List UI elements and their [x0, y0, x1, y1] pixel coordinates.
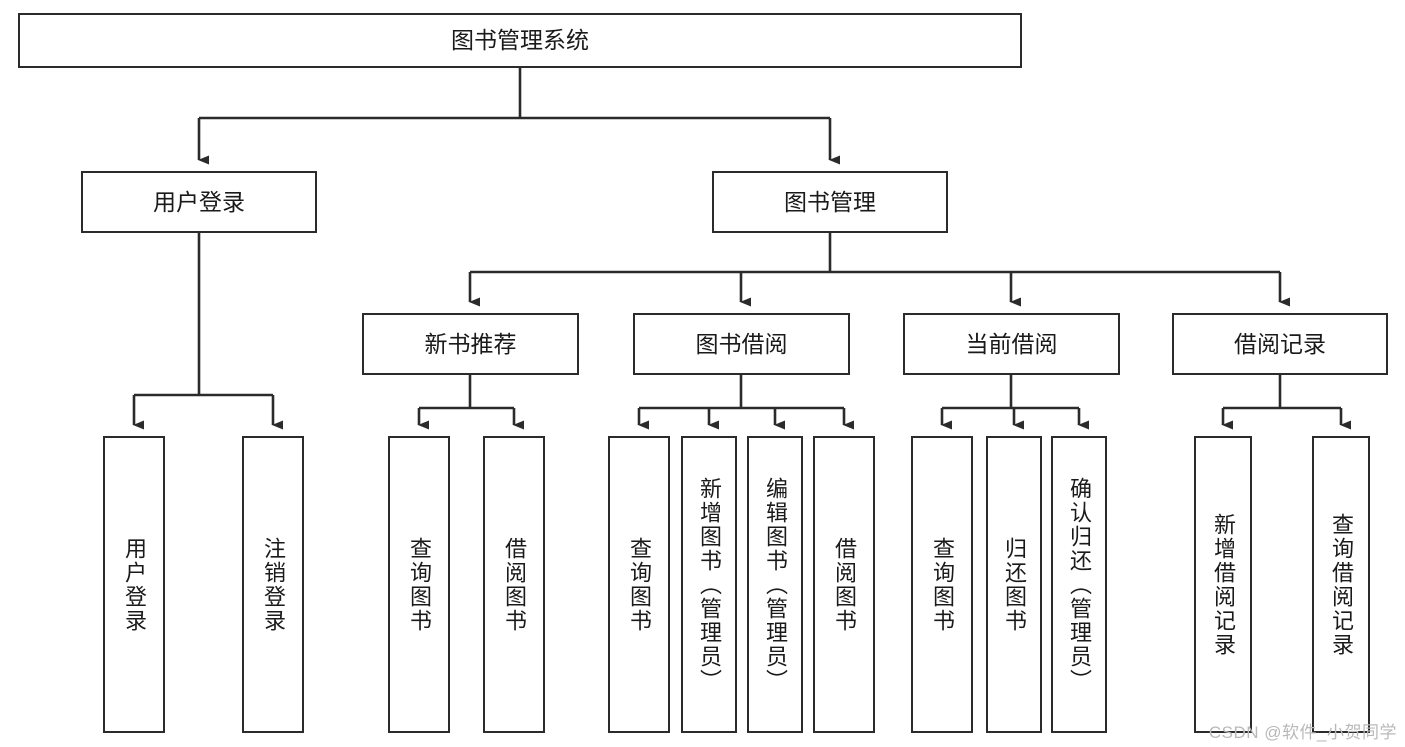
leaf-logout[interactable]: 注销登录 [242, 436, 304, 733]
leaf-confirm-return-admin[interactable]: 确认归还（管理员） [1051, 436, 1107, 733]
node-book-management[interactable]: 图书管理 [712, 171, 948, 233]
connector-book-management-to-level3 [468, 233, 1290, 307]
connector-current-borrow-to-leaves [940, 375, 1089, 430]
leaf-query-book-recommend[interactable]: 查询图书 [388, 436, 450, 733]
leaf-edit-book-admin[interactable]: 编辑图书（管理员） [747, 436, 803, 733]
connector-user-login-to-leaves [132, 233, 283, 430]
node-label: 新增图书（管理员） [697, 476, 722, 693]
node-current-borrow[interactable]: 当前借阅 [903, 313, 1120, 375]
node-label: 用户登录 [122, 536, 147, 633]
node-label: 图书管理系统 [451, 27, 589, 54]
node-label: 查询图书 [930, 536, 955, 633]
node-root-book-management-system[interactable]: 图书管理系统 [18, 13, 1022, 68]
node-label: 查询图书 [627, 536, 652, 633]
node-label: 新书推荐 [424, 330, 517, 357]
node-user-login[interactable]: 用户登录 [81, 171, 317, 233]
leaf-borrow-book[interactable]: 借阅图书 [813, 436, 875, 733]
node-label: 新增借阅记录 [1211, 512, 1236, 657]
node-label: 归还图书 [1002, 536, 1027, 633]
node-label: 借阅记录 [1234, 330, 1326, 357]
leaf-query-book-current[interactable]: 查询图书 [911, 436, 973, 733]
node-label: 借阅图书 [502, 536, 527, 633]
connector-book-borrow-to-leaves [637, 375, 854, 430]
node-label: 查询图书 [407, 536, 432, 633]
node-label: 借阅图书 [832, 536, 857, 633]
connector-borrow-record-to-leaves [1221, 375, 1351, 430]
leaf-add-borrow-record[interactable]: 新增借阅记录 [1194, 436, 1252, 733]
node-label: 图书管理 [784, 188, 876, 215]
connector-new-book-recommend-to-leaves [417, 375, 524, 430]
node-borrow-record[interactable]: 借阅记录 [1172, 313, 1388, 375]
node-label: 注销登录 [261, 536, 286, 633]
leaf-user-login[interactable]: 用户登录 [103, 436, 165, 733]
leaf-return-book[interactable]: 归还图书 [986, 436, 1042, 733]
leaf-borrow-book-recommend[interactable]: 借阅图书 [483, 436, 545, 733]
node-label: 查询借阅记录 [1329, 512, 1354, 657]
node-new-book-recommend[interactable]: 新书推荐 [362, 313, 579, 375]
leaf-add-book-admin[interactable]: 新增图书（管理员） [681, 436, 737, 733]
node-label: 用户登录 [153, 188, 245, 215]
leaf-query-borrow-record[interactable]: 查询借阅记录 [1312, 436, 1370, 733]
connector-root-to-level2 [197, 68, 840, 165]
node-label: 当前借阅 [965, 330, 1058, 357]
node-label: 编辑图书（管理员） [763, 476, 788, 693]
node-label: 确认归还（管理员） [1067, 476, 1092, 693]
watermark-credit: CSDN @软件_小贺同学 [1208, 723, 1397, 742]
node-label: 图书借阅 [695, 330, 788, 357]
node-book-borrow[interactable]: 图书借阅 [633, 313, 850, 375]
leaf-query-book-borrow[interactable]: 查询图书 [608, 436, 670, 733]
